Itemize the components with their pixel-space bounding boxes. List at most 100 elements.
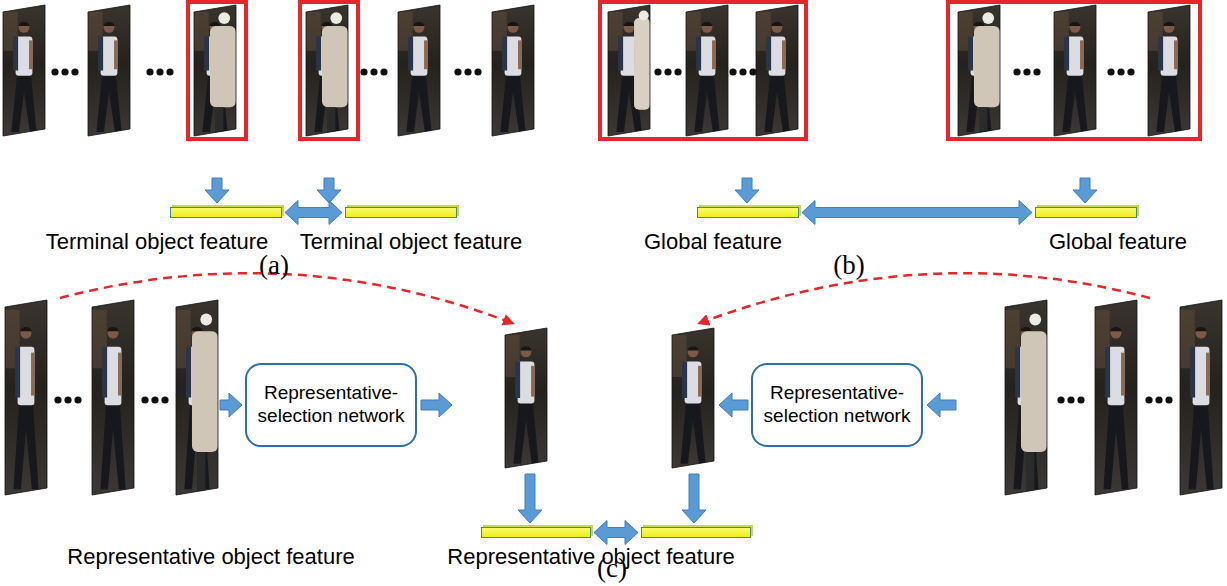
hair bbox=[1070, 22, 1081, 26]
frame-edge bbox=[5, 300, 47, 495]
ellipsis-dot bbox=[1117, 68, 1124, 75]
legs bbox=[96, 73, 121, 132]
image-background bbox=[92, 300, 134, 495]
arm bbox=[782, 40, 786, 69]
backpack bbox=[1064, 36, 1069, 70]
image-background bbox=[505, 328, 547, 468]
legs bbox=[100, 401, 125, 489]
hair bbox=[688, 346, 699, 350]
occluder-coat bbox=[322, 26, 348, 107]
arm bbox=[424, 40, 428, 69]
backpack bbox=[186, 347, 191, 398]
backpack bbox=[98, 36, 103, 70]
ellipsis-dot bbox=[370, 68, 377, 75]
legs bbox=[406, 73, 431, 132]
head bbox=[772, 22, 783, 33]
frame-edge bbox=[756, 5, 798, 136]
frame-edge bbox=[1054, 5, 1096, 136]
arm bbox=[1121, 353, 1125, 396]
ellipsis-dot bbox=[360, 68, 367, 75]
image-background bbox=[756, 5, 798, 136]
head bbox=[508, 22, 519, 33]
backpack bbox=[515, 362, 520, 398]
head bbox=[19, 22, 30, 33]
image-background bbox=[1095, 300, 1137, 495]
arm bbox=[531, 366, 535, 397]
hair bbox=[21, 327, 32, 331]
ellipsis-dot bbox=[1033, 68, 1040, 75]
legs bbox=[513, 401, 538, 464]
ellipsis-dot bbox=[54, 396, 61, 403]
frame-edge bbox=[176, 300, 218, 495]
hair bbox=[108, 327, 119, 331]
panel-label: (c) bbox=[597, 553, 627, 584]
hair bbox=[974, 22, 985, 26]
image-background bbox=[958, 5, 1000, 136]
pedestrian-image bbox=[88, 5, 130, 136]
head bbox=[702, 22, 713, 33]
pedestrian-image bbox=[958, 5, 1000, 136]
feature-label: Terminal object feature bbox=[300, 229, 523, 254]
feature-comparison-arrow bbox=[594, 521, 638, 545]
ellipsis-dot bbox=[1023, 68, 1030, 75]
selection-box bbox=[600, 2, 806, 139]
feature-vector: Representative object feature bbox=[641, 527, 751, 538]
feature-label: Global feature bbox=[1049, 229, 1187, 254]
pedestrian-image bbox=[608, 5, 650, 136]
backpack bbox=[15, 347, 20, 398]
network-label: Representative- selection network bbox=[758, 382, 916, 428]
occluder-head bbox=[218, 12, 230, 24]
ellipsis-dot bbox=[1067, 396, 1074, 403]
backpack bbox=[204, 36, 209, 70]
occluder-head bbox=[982, 12, 994, 24]
ellipsis-dot bbox=[1155, 396, 1162, 403]
feature-label: Representative object feature bbox=[447, 544, 734, 569]
selection-box bbox=[300, 2, 358, 139]
ellipsis-dot bbox=[71, 68, 78, 75]
occluder-legs bbox=[979, 107, 987, 133]
pedestrian-image bbox=[1180, 300, 1222, 495]
selection-box bbox=[188, 2, 246, 139]
frame-edge bbox=[306, 5, 348, 136]
image-background bbox=[398, 5, 440, 136]
occluder-legs bbox=[215, 107, 223, 133]
arm bbox=[118, 353, 122, 396]
arm bbox=[29, 40, 33, 69]
hair bbox=[521, 346, 532, 350]
flow-arrow bbox=[220, 393, 242, 417]
legs bbox=[11, 73, 36, 132]
ellipsis-dot bbox=[51, 68, 58, 75]
legs bbox=[694, 73, 719, 132]
frame-edge bbox=[958, 5, 1000, 136]
image-background bbox=[686, 5, 728, 136]
arm bbox=[31, 353, 35, 396]
selection-curve bbox=[60, 273, 512, 323]
ellipsis-dot bbox=[654, 68, 661, 75]
head bbox=[21, 328, 32, 339]
head bbox=[624, 22, 635, 33]
pedestrian-image bbox=[686, 5, 728, 136]
backpack bbox=[766, 36, 771, 70]
ellipsis-dot bbox=[156, 68, 163, 75]
backpack bbox=[1105, 347, 1110, 398]
frame-edge bbox=[1148, 5, 1190, 136]
arm bbox=[712, 40, 716, 69]
pedestrian-image bbox=[306, 5, 348, 136]
hair bbox=[192, 327, 203, 331]
ellipsis-dot bbox=[474, 68, 481, 75]
frame-edge bbox=[88, 5, 130, 136]
selection-box bbox=[948, 2, 1200, 139]
hair bbox=[772, 22, 783, 26]
image-background bbox=[1054, 5, 1096, 136]
flow-arrow bbox=[735, 178, 759, 203]
feature-label: Global feature bbox=[644, 229, 782, 254]
backpack bbox=[316, 36, 321, 70]
background-person bbox=[634, 18, 650, 110]
frame-edge bbox=[686, 5, 728, 136]
flow-arrow bbox=[927, 393, 956, 417]
ellipsis-dot bbox=[146, 68, 153, 75]
feature-comparison-arrow bbox=[802, 201, 1032, 225]
panel-label: (a) bbox=[259, 250, 289, 281]
pedestrian-image bbox=[505, 328, 547, 468]
panel-label: (b) bbox=[833, 250, 864, 281]
